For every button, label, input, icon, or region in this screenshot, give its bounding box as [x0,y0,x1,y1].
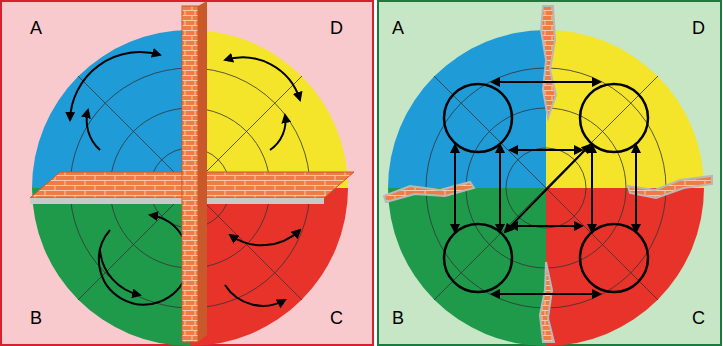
quadrant-letter: A [392,18,404,38]
quadrant-letter: D [330,18,343,38]
quadrant-letter: D [692,18,705,38]
panel [1,1,373,345]
panel [378,1,721,345]
flow-arrows [444,84,648,292]
quadrant-letter: C [692,308,705,328]
flow-arrows [455,82,636,294]
quadrant-letter: B [30,308,42,328]
quadrant-letter: A [30,18,42,38]
quadrant-letter: C [330,308,343,328]
brick-wall [30,1,354,342]
quadrant-letter: B [392,308,404,328]
broken-wall [384,6,712,342]
